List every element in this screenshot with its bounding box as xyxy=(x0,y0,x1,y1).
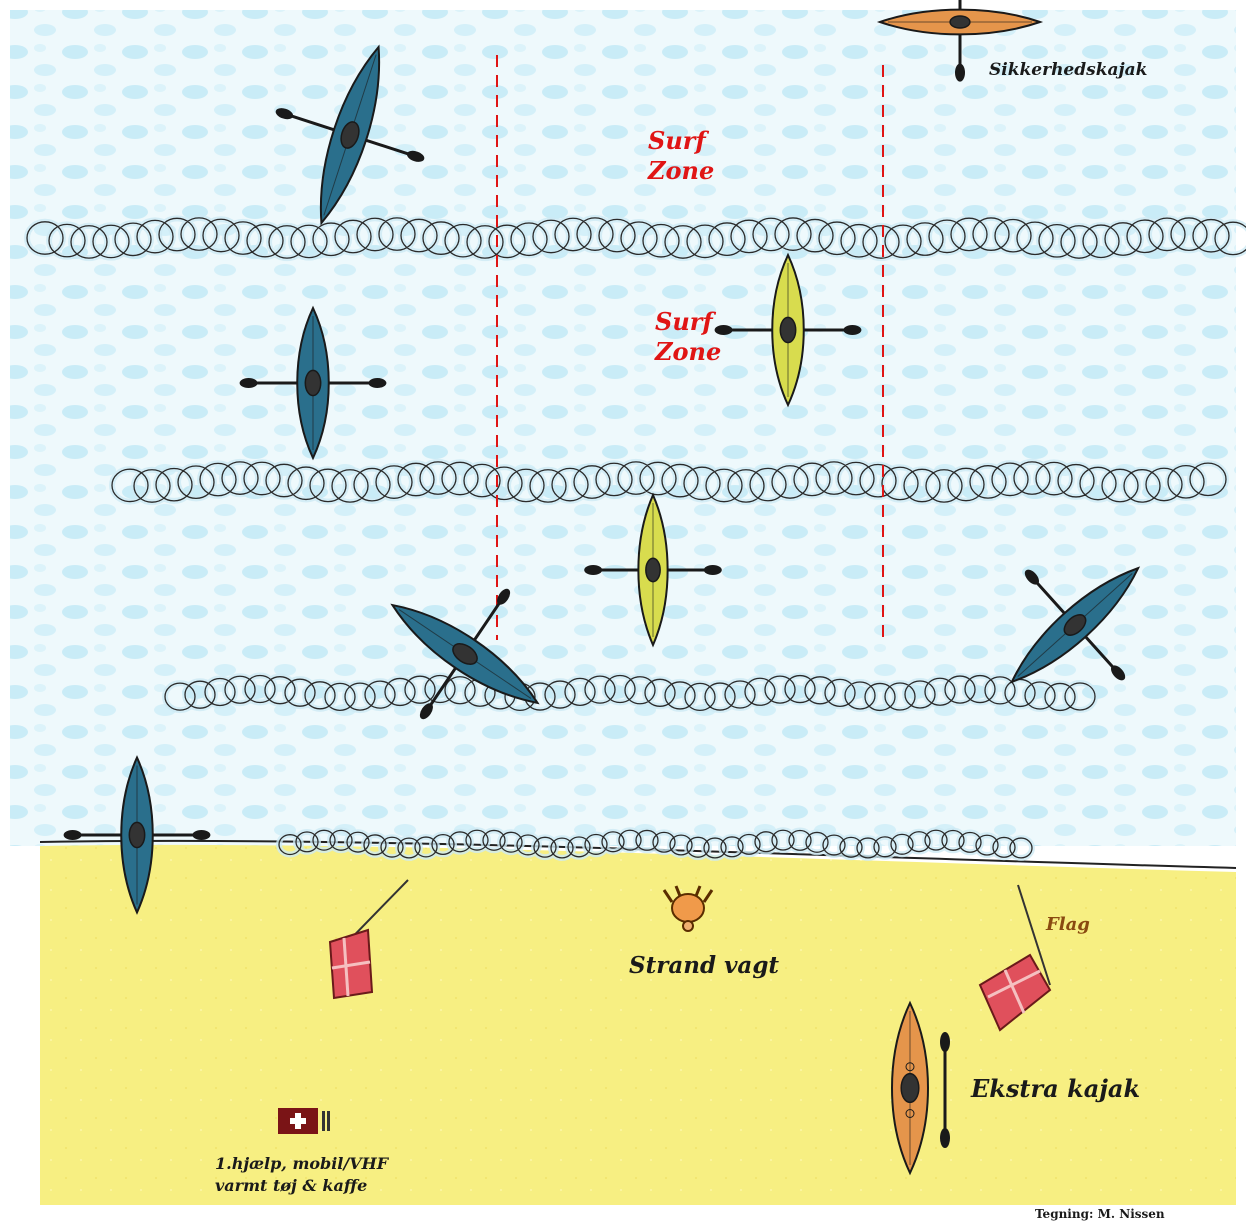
safety-kayak-label: Sikkerhedskajak xyxy=(989,60,1147,80)
beach-guard-label: Strand vagt xyxy=(629,952,779,979)
kayak-blue-2-cockpit xyxy=(305,370,320,395)
surf-zone-mid-word-1: Surf xyxy=(655,307,721,337)
first-aid-label: 1.hjælp, mobil/VHF varmt tøj & kaffe xyxy=(215,1153,388,1197)
water-area xyxy=(10,10,1236,846)
surf-zone-mid-word-2: Zone xyxy=(655,337,721,367)
drawing-credit: Tegning: M. Nissen xyxy=(1035,1207,1165,1221)
safety-kayak-cockpit xyxy=(950,16,970,28)
surf-zone-top-word-1: Surf xyxy=(648,126,714,156)
surf-zone-top-word-2: Zone xyxy=(648,156,714,186)
flag-label: Flag xyxy=(1046,914,1090,935)
first-aid-line-1: 1.hjælp, mobil/VHF xyxy=(215,1153,388,1175)
first-aid-icon xyxy=(278,1108,330,1134)
extra-kayak-label: Ekstra kajak xyxy=(971,1074,1140,1103)
extra-kayak-cockpit xyxy=(901,1074,919,1103)
kayak-yellow-1-cockpit xyxy=(780,317,795,342)
surf-zone-mid-label: Surf Zone xyxy=(655,307,721,367)
beach-area xyxy=(40,845,1236,1205)
kayak-yellow-2-cockpit xyxy=(646,558,660,581)
kayak-blue-5-cockpit xyxy=(129,822,144,847)
surf-zone-top-label: Surf Zone xyxy=(648,126,714,186)
first-aid-line-2: varmt tøj & kaffe xyxy=(215,1175,388,1197)
